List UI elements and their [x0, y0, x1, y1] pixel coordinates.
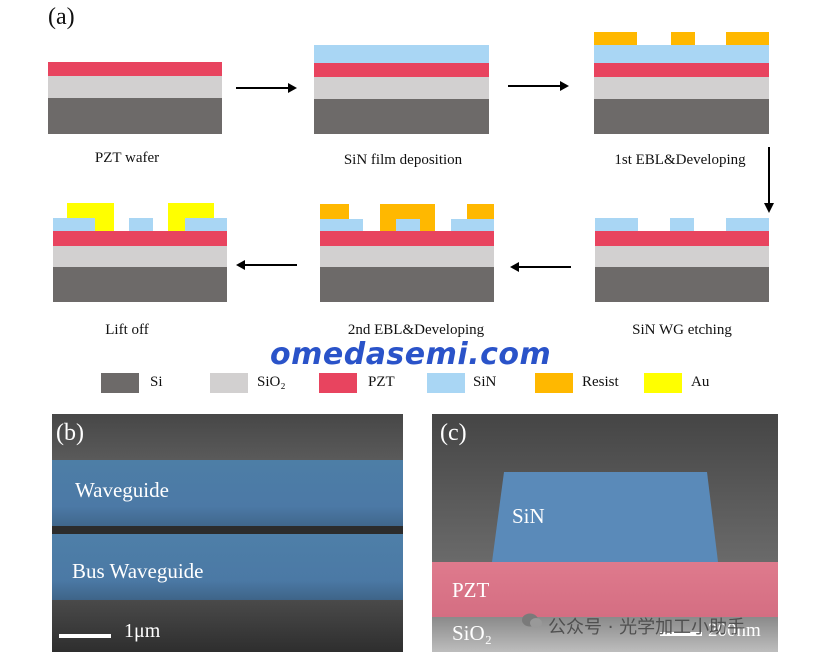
substrate-bottom	[52, 600, 403, 652]
wechat-icon	[522, 612, 542, 630]
legend-swatch-pzt	[319, 373, 357, 393]
resist-block	[467, 204, 494, 219]
step-2-label: SiN film deposition	[343, 152, 463, 168]
resist-block	[726, 32, 769, 45]
legend-label-resist: Resist	[582, 374, 619, 390]
step-5-label: 2nd EBL&Developing	[347, 322, 485, 338]
legend-swatch-sin	[427, 373, 465, 393]
waveguide-label: Waveguide	[75, 478, 169, 502]
substrate-top	[52, 414, 403, 460]
layer-si	[320, 267, 494, 302]
resist-block	[320, 204, 349, 219]
layer-sio2	[595, 246, 769, 267]
legend-label-sio2: SiO₂	[257, 374, 286, 390]
layer-pzt	[53, 231, 227, 246]
sio2-layer	[432, 617, 778, 652]
layer-sio2	[48, 76, 222, 98]
wechat-watermark: 公众号 · 光学加工小助手	[548, 617, 746, 638]
sin-block	[726, 218, 769, 231]
layer-si	[53, 267, 227, 302]
waveguide-band	[52, 460, 403, 526]
layer-sio2	[53, 246, 227, 267]
panel-b-letter: (b)	[56, 420, 84, 446]
scale-bar-label: 1μm	[124, 620, 161, 642]
arrow-left-icon	[510, 262, 571, 272]
layer-sio2	[320, 246, 494, 267]
sem-image-b: (b) Waveguide Bus Waveguide 1μm	[52, 414, 403, 652]
legend-swatch-sio2	[210, 373, 248, 393]
step-3-label: 1st EBL&Developing	[614, 152, 746, 168]
resist-block	[671, 32, 695, 45]
sem-image-c: (c) SiN PZT SiO₂ 200nm	[432, 414, 778, 652]
layer-sio2	[314, 77, 489, 99]
scale-bar-label: 200nm	[708, 620, 761, 641]
layer-si	[48, 98, 222, 134]
layer-pzt	[48, 62, 222, 76]
bus-waveguide-band	[52, 534, 403, 600]
arrow-right-icon	[508, 81, 569, 91]
sin-ridge	[492, 472, 718, 562]
legend-label-si: Si	[150, 374, 163, 390]
sio2-label: SiO₂	[452, 621, 493, 645]
step-6-label: Lift off	[105, 322, 149, 338]
legend-swatch-si	[101, 373, 139, 393]
sin-block	[396, 219, 420, 231]
sin-block	[129, 218, 153, 231]
arrow-left-icon	[236, 260, 297, 270]
pzt-layer	[432, 562, 778, 617]
panel-a-letter: (a)	[48, 4, 75, 30]
gap-band	[52, 526, 403, 534]
step-1-label: PZT wafer	[94, 150, 160, 166]
layer-si	[314, 99, 489, 134]
step-4-label: SiN WG etching	[632, 322, 732, 338]
layer-pzt	[314, 63, 489, 77]
arrow-down-icon	[764, 147, 774, 213]
resist-block	[594, 32, 637, 45]
panel-c-letter: (c)	[440, 420, 467, 446]
legend-swatch-resist	[535, 373, 573, 393]
layer-si	[595, 267, 769, 302]
legend-label-au: Au	[691, 374, 710, 390]
layer-pzt	[594, 63, 769, 77]
legend-swatch-au	[644, 373, 682, 393]
watermark-text: omedasemi.com	[270, 337, 552, 372]
sin-block	[595, 218, 638, 231]
scale-bar	[660, 632, 702, 636]
sin-block	[185, 218, 227, 231]
sin-block	[451, 219, 494, 231]
sin-block	[670, 218, 694, 231]
scale-bar	[59, 634, 111, 638]
arrow-right-icon	[236, 83, 297, 93]
layer-pzt	[320, 231, 494, 246]
legend-label-pzt: PZT	[368, 374, 395, 390]
bus-waveguide-label: Bus Waveguide	[72, 559, 204, 583]
layer-pzt	[595, 231, 769, 246]
layer-si	[594, 99, 769, 134]
sin-block	[320, 219, 363, 231]
pzt-label: PZT	[452, 578, 490, 602]
layer-sin	[594, 45, 769, 63]
layer-sio2	[594, 77, 769, 99]
sin-label: SiN	[512, 504, 545, 528]
layer-sin	[314, 45, 489, 63]
legend-label-sin: SiN	[473, 374, 497, 390]
sin-block	[53, 218, 95, 231]
